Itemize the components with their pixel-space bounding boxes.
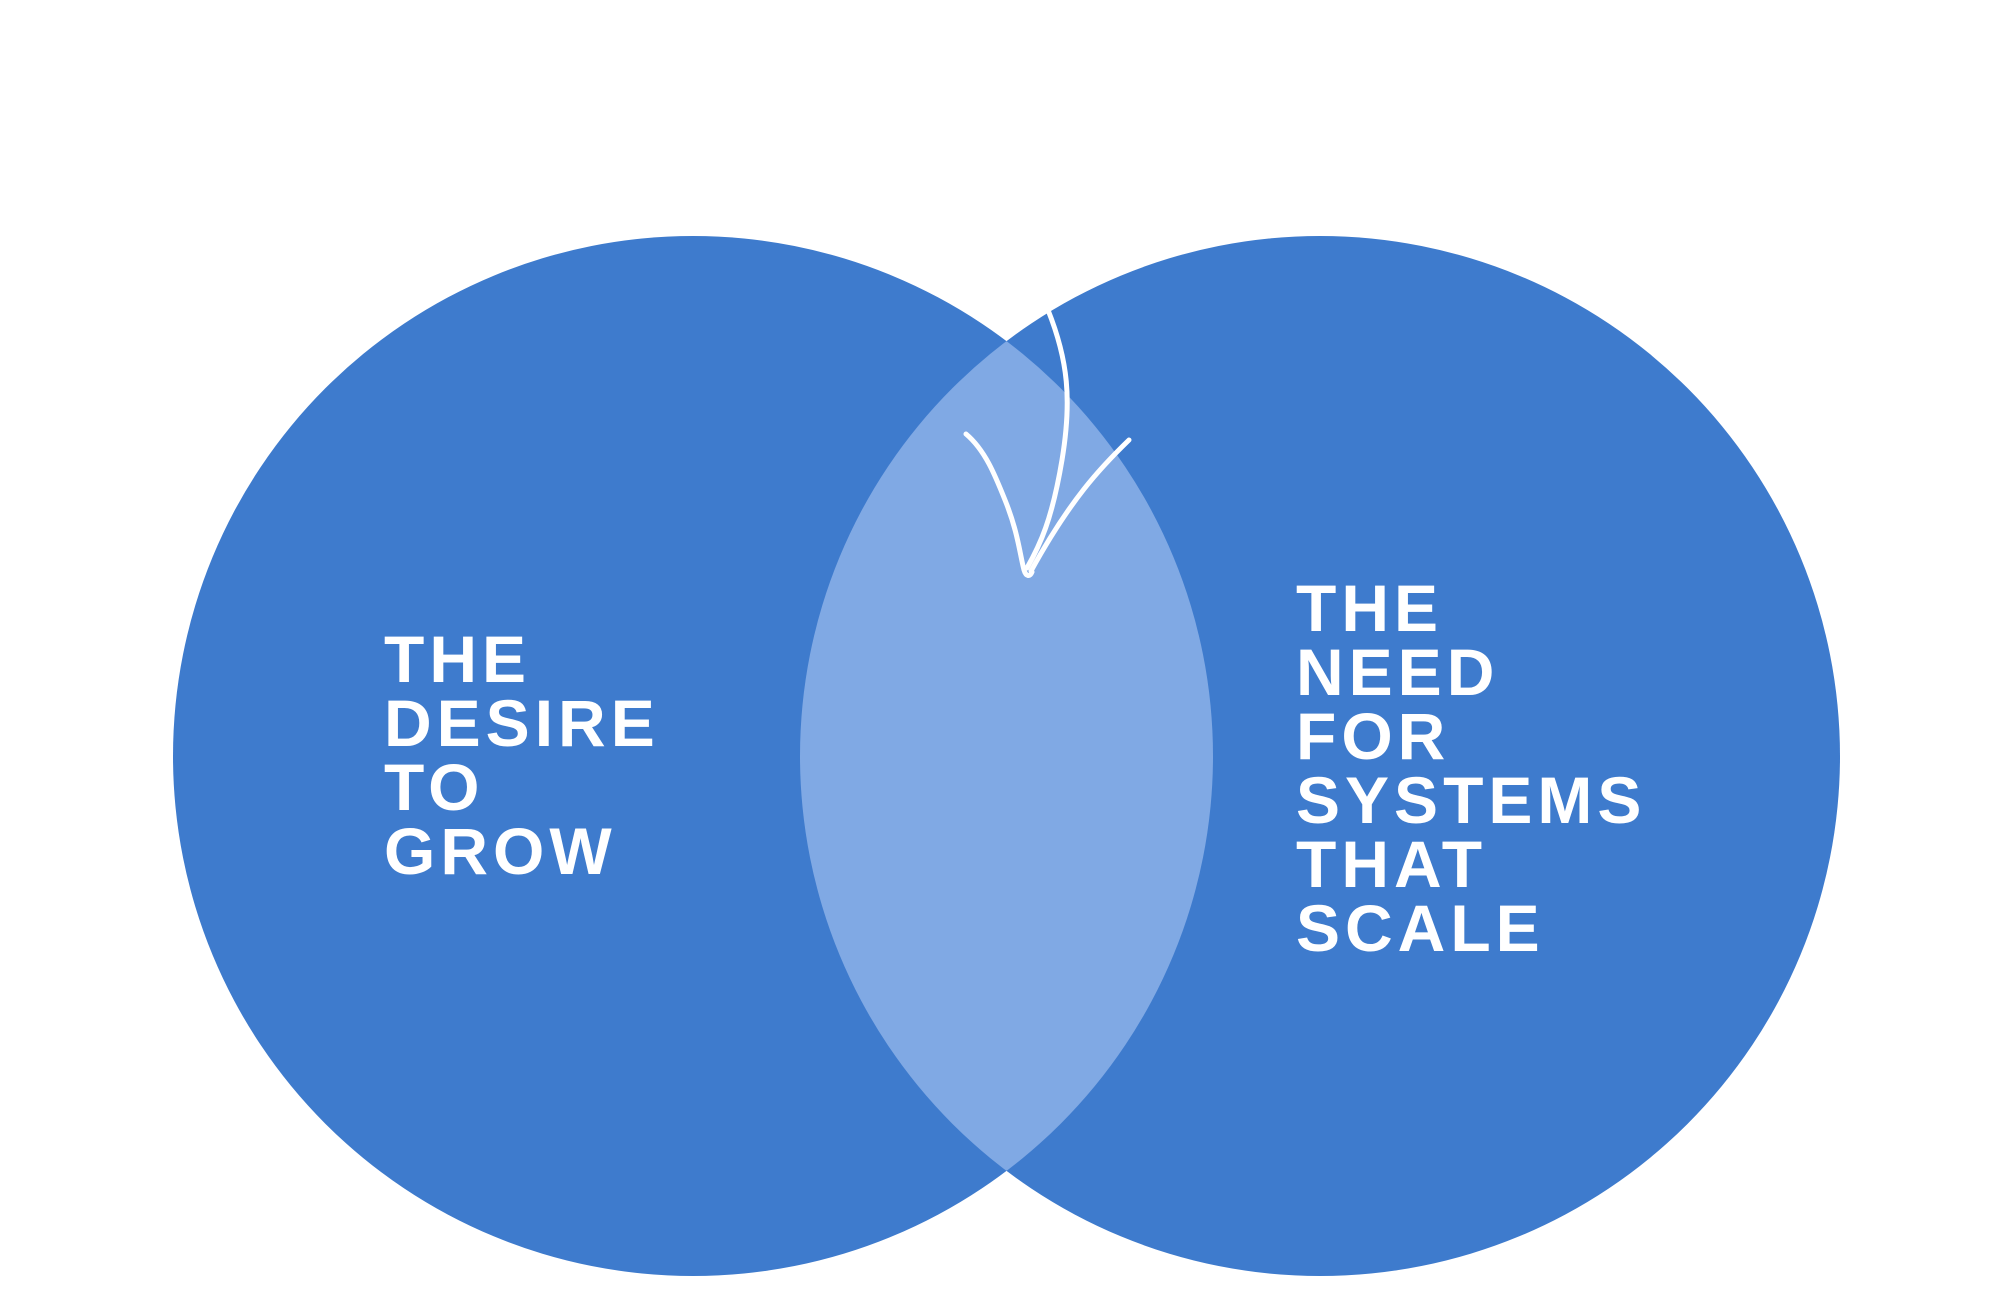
left-label-line: DESIRE [384,686,660,760]
left-label-line: THE [384,622,531,696]
left-label-line: GROW [384,814,617,888]
overlap-region [800,236,1213,1276]
right-circle-label: THE NEED FOR SYSTEMS THAT SCALE [1296,571,1670,965]
left-circle-label: THE DESIRE TO GROW [384,622,683,888]
right-label-line: SYSTEMS [1296,763,1646,837]
right-label-line: FOR [1296,699,1450,773]
arrow-icon [963,307,1132,578]
left-label-line: TO [384,750,484,824]
right-label-line: THE [1296,571,1443,645]
right-label-line: THAT [1296,827,1487,901]
right-label-line: NEED [1296,635,1499,709]
right-label-line: SCALE [1296,891,1545,965]
